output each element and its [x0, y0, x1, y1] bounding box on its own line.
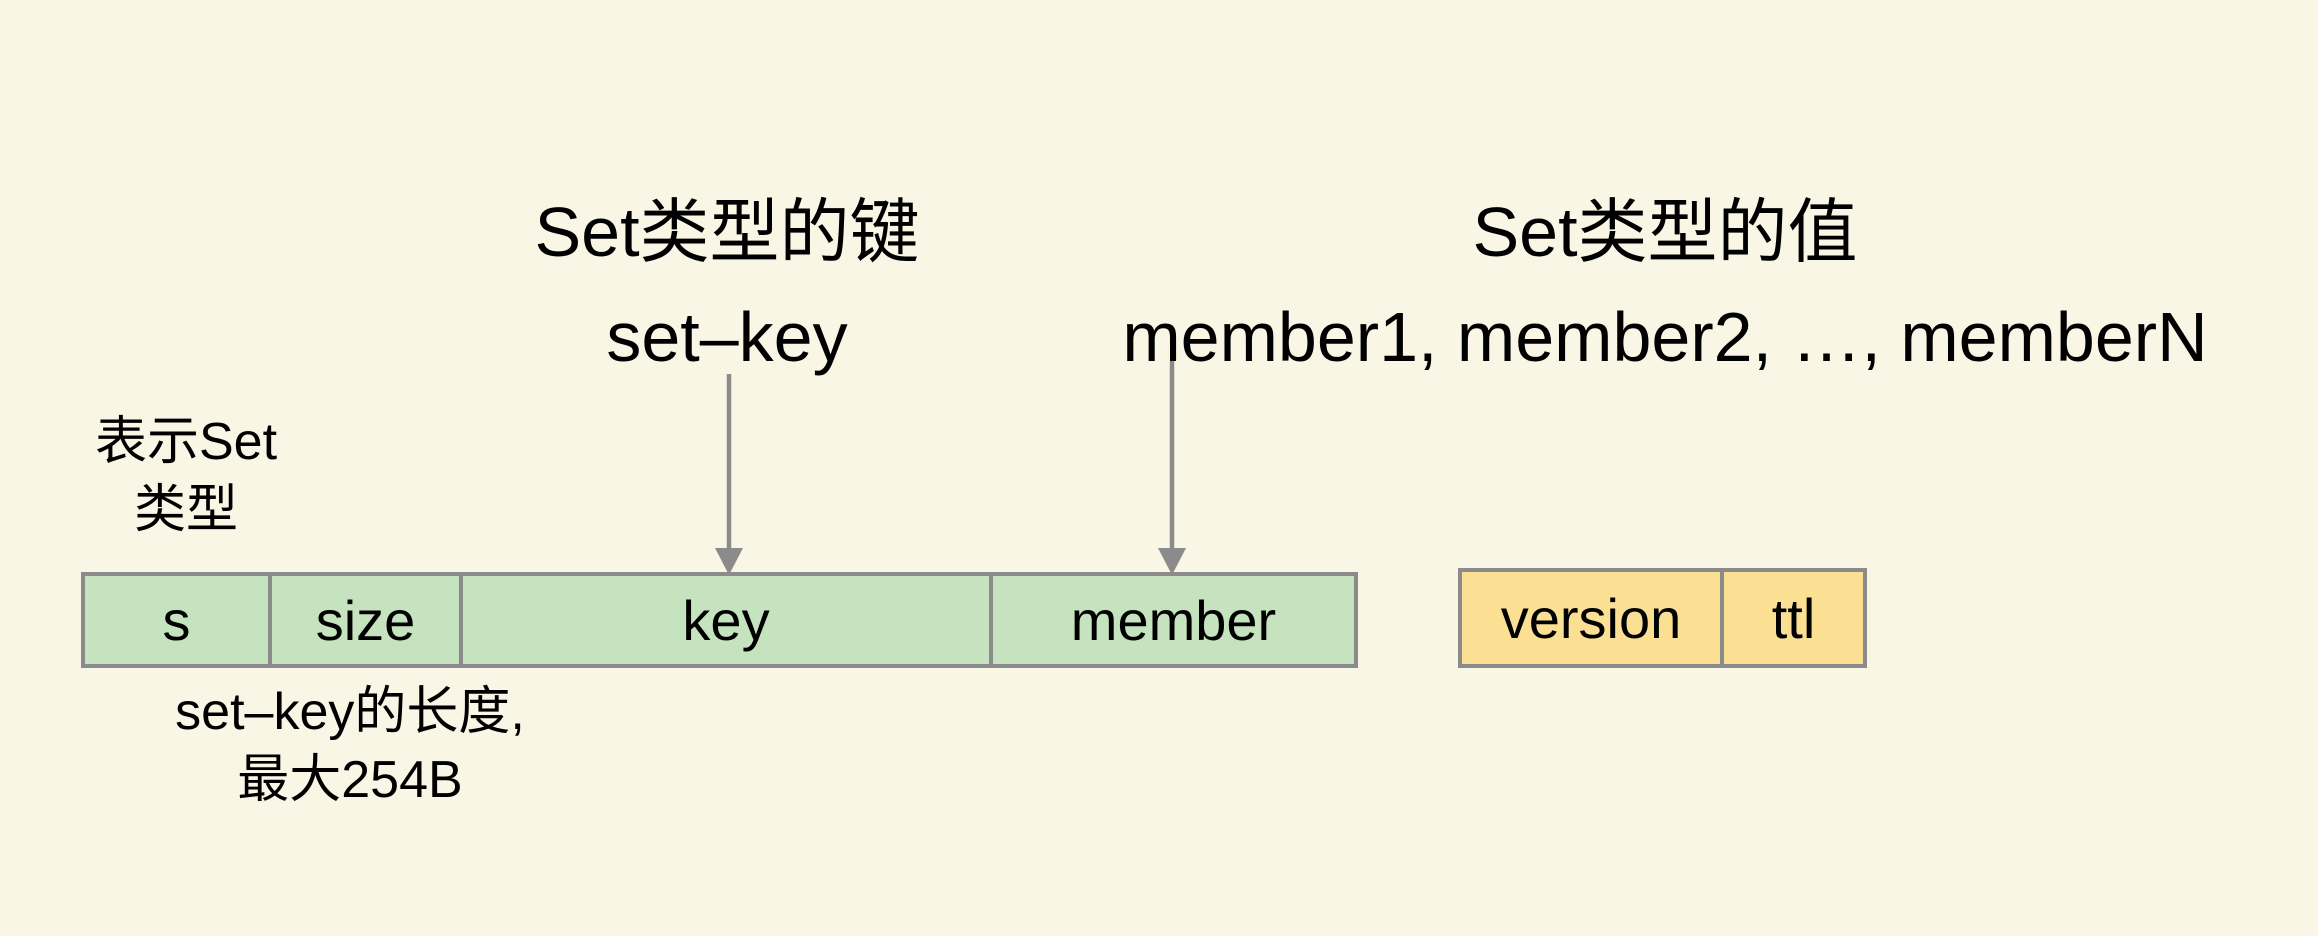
cell-type-flag: s: [85, 576, 272, 664]
type-flag-note: 表示Set 类型: [56, 408, 316, 544]
type-flag-note-line2: 类型: [133, 481, 238, 539]
set-value-title-line2: member1, member2, …, memberN: [1122, 298, 2208, 376]
member-arrow: [1158, 361, 1186, 575]
type-flag-note-line1: 表示Set: [94, 413, 278, 471]
version-ttl-box: version ttl: [1458, 568, 1867, 668]
cell-size: size: [272, 576, 463, 664]
key-arrow: [715, 374, 743, 575]
cell-member: member: [1070, 588, 1277, 652]
cell-version: version: [1462, 572, 1724, 664]
set-key-title-line2: set–key: [606, 298, 848, 376]
set-key-title-line1: Set类型的键: [534, 193, 920, 271]
key-length-note: set–key的长度, 最大254B: [110, 678, 590, 814]
set-key-title: Set类型的键 set–key: [427, 180, 1027, 390]
cell-key: key: [463, 576, 993, 664]
key-length-note-line2: 最大254B: [237, 751, 463, 809]
cell-ttl: ttl: [1771, 586, 1816, 650]
set-value-title-line1: Set类型的值: [1472, 193, 1858, 271]
set-key-structure-box: s size key member: [81, 572, 1358, 668]
key-arrow-head: [715, 548, 743, 575]
member-arrow-head: [1158, 548, 1186, 575]
set-value-title: Set类型的值 member1, member2, …, memberN: [1005, 180, 2318, 390]
key-length-note-line1: set–key的长度,: [175, 683, 525, 741]
